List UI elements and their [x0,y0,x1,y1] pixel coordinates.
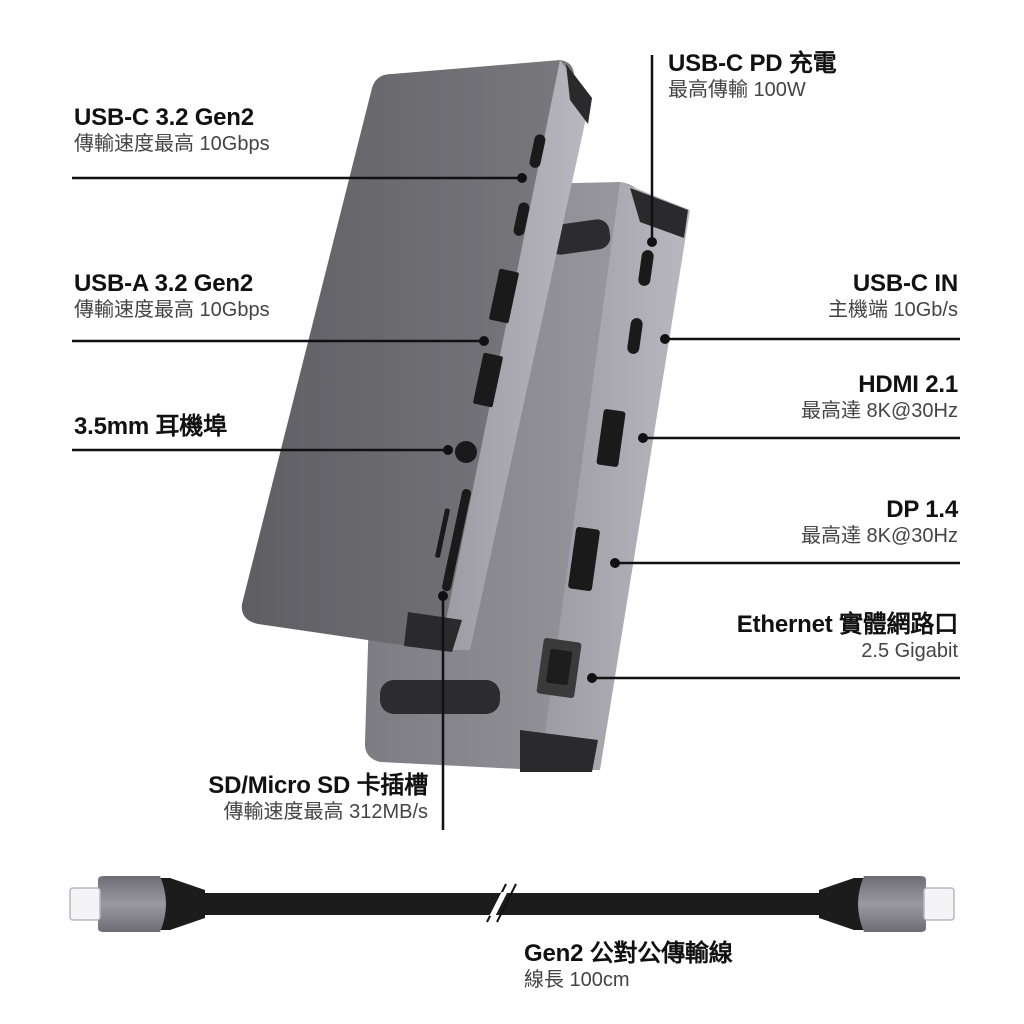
callout-title: HDMI 2.1 [858,371,958,398]
cable-break-gap [489,892,508,916]
callout-subtitle: 主機端 10Gb/s [827,299,958,321]
callout-sd-card: SD/Micro SD 卡插槽 傳輸速度最高 312MB/s [208,772,428,824]
callout-dp: DP 1.4 最高達 8K@30Hz [801,496,958,548]
callout-title: USB-C PD 充電 [668,50,837,77]
cable-break-mark-2 [496,883,517,923]
callout-subtitle: 最高達 8K@30Hz [800,525,958,547]
audio-jack [455,441,477,463]
hub-back-top-vent [630,188,688,238]
hub-back-pad-bottom [380,680,500,714]
usb-a-port-1 [489,268,519,324]
usb-c-pd-port [638,250,654,286]
callout-subtitle: 傳輸速度最高 312MB/s [223,801,428,823]
callout-title: 3.5mm 耳機埠 [74,413,227,440]
hub-front-face [440,60,590,650]
hub-front-body [241,60,575,650]
usb-c-data-port-2 [513,202,530,236]
leader-dots [438,173,670,683]
callout-usb-c-in: USB-C IN 主機端 10Gb/s [828,270,958,322]
callout-subtitle: 2.5 Gigabit [861,640,958,662]
dot-audio [443,445,453,455]
hub-back-pad [547,219,611,255]
ethernet-port-inner [546,648,573,686]
callout-cable: Gen2 公對公傳輸線 線長 100cm [524,940,733,992]
dot-usb-c-data [517,173,527,183]
dot-usb-c-pd [647,237,657,247]
hub-back-face [540,182,690,770]
cable-shell-right [858,876,926,932]
hub-front-top-vent [566,64,592,124]
dot-ethernet [587,673,597,683]
callout-title: SD/Micro SD 卡插槽 [208,772,428,799]
callout-audio: 3.5mm 耳機埠 [74,413,227,441]
callout-subtitle: 最高傳輸 100W [668,79,806,101]
micro-sd-slot [435,508,450,558]
dot-dp [610,558,620,568]
callout-title: USB-A 3.2 Gen2 [74,270,254,297]
hub-front [241,60,592,652]
dot-usb-c-in [660,334,670,344]
usb-c-plug-right [923,887,955,921]
dot-hdmi [638,433,648,443]
hub-front-bottom-vent [404,612,462,652]
usb-c-in-port [627,318,643,354]
callout-title: USB-C IN [852,270,958,297]
callout-subtitle: 最高達 8K@30Hz [800,400,958,422]
hub-back-bottom-vent [520,730,598,772]
cable-subtitle: 線長 100cm [524,969,630,991]
dp-port [568,527,600,591]
sd-card-slot [442,489,471,592]
usb-a-port-2 [473,352,503,408]
callout-hdmi: HDMI 2.1 最高達 8K@30Hz [801,371,958,423]
callout-usb-c-pd: USB-C PD 充電 最高傳輸 100W [668,50,837,102]
dot-sd [438,591,448,601]
dot-usb-a [479,336,489,346]
callout-usb-c-data: USB-C 3.2 Gen2 傳輸速度最高 10Gbps [74,104,270,156]
cable-shell-left [98,876,166,932]
usb-c-data-port-1 [529,134,546,168]
callout-title: USB-C 3.2 Gen2 [74,104,254,131]
callout-title: Ethernet 實體網路口 [736,611,958,638]
usb-c-plug-left [69,887,101,921]
leader-lines [72,55,960,830]
callout-ethernet: Ethernet 實體網路口 2.5 Gigabit [737,611,958,663]
cable-wire [200,893,820,915]
callout-title: DP 1.4 [886,496,958,523]
hdmi-port [596,409,626,467]
callout-subtitle: 傳輸速度最高 10Gbps [74,133,270,155]
usb-c-cable [69,876,955,932]
cable-title: Gen2 公對公傳輸線 [524,940,733,967]
callout-usb-a: USB-A 3.2 Gen2 傳輸速度最高 10Gbps [74,270,270,322]
callout-subtitle: 傳輸速度最高 10Gbps [74,299,270,321]
